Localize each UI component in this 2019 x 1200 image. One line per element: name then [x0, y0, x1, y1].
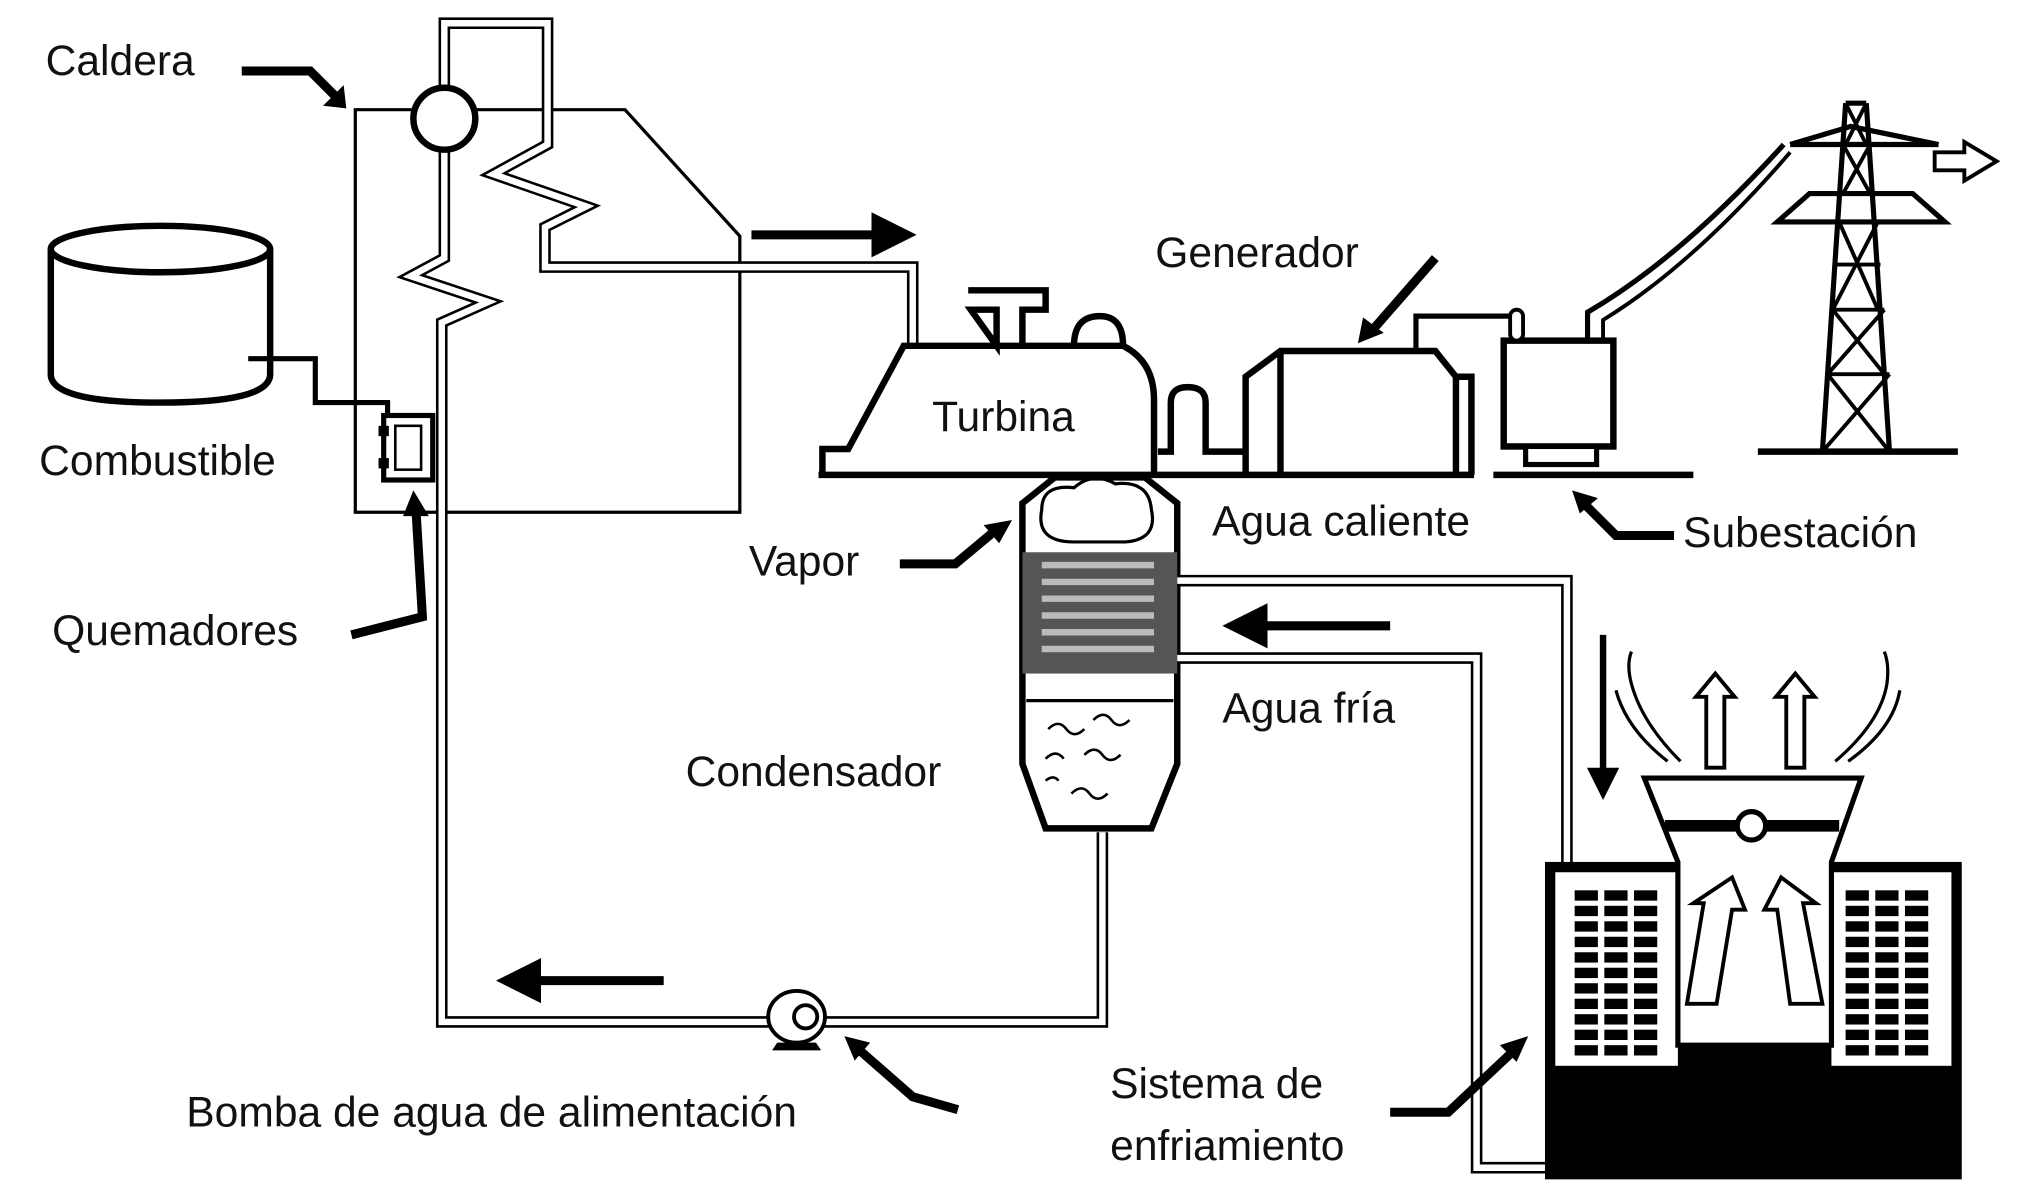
cooling-water-pipes [1177, 574, 1573, 1174]
label-combustible: Combustible [39, 437, 276, 485]
window [1634, 890, 1658, 901]
label-pointers [241, 66, 1675, 1117]
window [1904, 905, 1929, 917]
window [1574, 921, 1598, 932]
window [1875, 983, 1899, 994]
window [1634, 921, 1658, 932]
window [1574, 890, 1598, 901]
window [1904, 983, 1929, 994]
window [1845, 967, 1869, 979]
window [1574, 983, 1598, 994]
window [1904, 1014, 1929, 1025]
window [1845, 1045, 1869, 1056]
window [1875, 952, 1899, 963]
label-caldera: Caldera [46, 37, 195, 85]
cooling-tower [1544, 651, 1962, 1180]
window [1574, 952, 1598, 963]
window [1604, 983, 1628, 994]
window [1574, 967, 1598, 979]
flow-arrows [495, 212, 1620, 1004]
condenser [1019, 474, 1181, 832]
window [1845, 921, 1869, 932]
window [1634, 1029, 1658, 1040]
window [1875, 921, 1899, 932]
generator [1242, 313, 1518, 475]
window [1634, 998, 1658, 1010]
label-sistema-de: Sistema de [1110, 1060, 1323, 1108]
window [1904, 967, 1929, 979]
window [1634, 952, 1658, 963]
window [1904, 952, 1929, 963]
window [1634, 967, 1658, 979]
feedwater-pump [766, 989, 827, 1051]
label-subestacion: Subestación [1683, 509, 1917, 557]
window [1634, 1045, 1658, 1056]
label-turbina: Turbina [932, 393, 1075, 441]
window [1604, 998, 1628, 1010]
window [1875, 1029, 1899, 1040]
feedwater-pipe [396, 149, 1109, 1028]
window [1904, 1045, 1929, 1056]
transmission-tower [1757, 100, 2001, 455]
window [1604, 952, 1628, 963]
window [1574, 905, 1598, 917]
window [1875, 936, 1899, 948]
window [1845, 952, 1869, 963]
window [1845, 1014, 1869, 1025]
window [1634, 936, 1658, 948]
window [1845, 983, 1869, 994]
window [1845, 905, 1869, 917]
label-condensador: Condensador [686, 748, 942, 796]
window [1875, 967, 1899, 979]
window [1875, 1045, 1899, 1056]
outgoing-power-arrow-icon [1932, 138, 2001, 185]
window [1904, 921, 1929, 932]
label-enfriamiento: enfriamiento [1110, 1122, 1344, 1170]
window [1604, 1029, 1628, 1040]
window [1845, 1029, 1869, 1040]
window [1634, 983, 1658, 994]
burner [378, 412, 436, 483]
window [1574, 1014, 1598, 1025]
label-agua-fria: Agua fría [1222, 685, 1395, 733]
steam-pipe [438, 17, 919, 346]
steam-cloud-icon [1039, 476, 1155, 544]
window [1604, 905, 1628, 917]
window [1845, 890, 1869, 901]
transformer [1493, 142, 1792, 479]
window [1634, 1014, 1658, 1025]
window [1904, 936, 1929, 948]
window [1574, 936, 1598, 948]
label-quemadores: Quemadores [52, 607, 298, 655]
window [1875, 998, 1899, 1010]
window [1634, 905, 1658, 917]
window [1604, 967, 1628, 979]
window [1875, 890, 1899, 901]
window [1574, 998, 1598, 1010]
label-generador: Generador [1155, 229, 1359, 277]
window [1604, 890, 1628, 901]
fuel-tank [47, 222, 391, 416]
window [1604, 1014, 1628, 1025]
boiler-drum [410, 84, 479, 153]
window [1574, 1045, 1598, 1056]
left-windows [1574, 890, 1658, 1056]
window [1875, 1014, 1899, 1025]
window [1904, 890, 1929, 901]
window [1904, 998, 1929, 1010]
window [1574, 1029, 1598, 1040]
window [1845, 936, 1869, 948]
label-vapor: Vapor [749, 537, 859, 585]
window [1604, 1045, 1628, 1056]
label-agua-caliente: Agua caliente [1212, 497, 1470, 545]
window [1845, 998, 1869, 1010]
window [1875, 905, 1899, 917]
right-windows [1845, 890, 1929, 1056]
boiler [353, 108, 742, 514]
label-bomba: Bomba de agua de alimentación [186, 1088, 797, 1136]
window [1604, 936, 1628, 948]
window [1604, 921, 1628, 932]
window [1904, 1029, 1929, 1040]
